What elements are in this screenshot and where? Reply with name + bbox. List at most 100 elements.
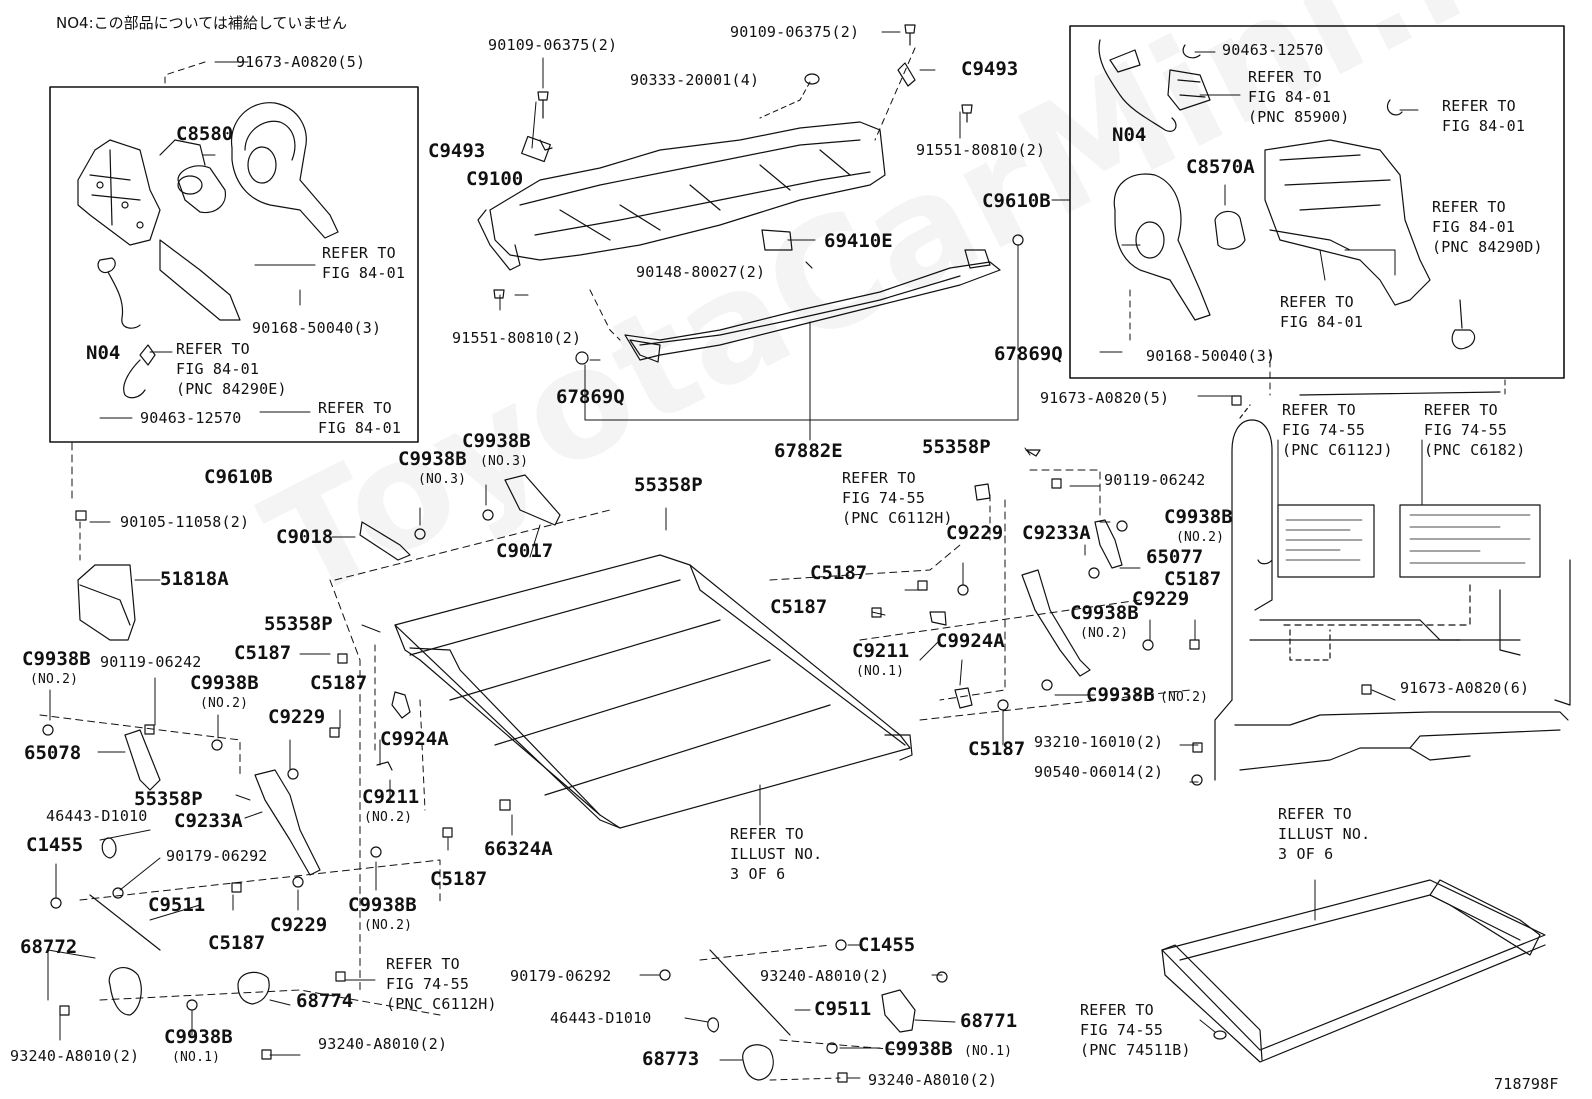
callout-c9229-c[interactable]: C9229: [268, 706, 326, 728]
callout-c8580[interactable]: C8580: [176, 123, 234, 145]
callout-93240-a8010-a[interactable]: 93240-A8010(2): [10, 1047, 140, 1065]
callout-68773[interactable]: 68773: [642, 1048, 700, 1070]
callout-c9229-d[interactable]: C9229: [270, 914, 328, 936]
callout-66324a[interactable]: 66324A: [484, 838, 553, 860]
callout-c9211-no1[interactable]: C9211: [852, 640, 910, 662]
callout-refer-fig-84-01-b[interactable]: REFER TO FIG 84-01: [318, 399, 402, 437]
callout-refer-fig-84-01-c[interactable]: REFER TO FIG 84-01: [1442, 97, 1526, 135]
callout-refer-fig-84-01-d[interactable]: REFER TO FIG 84-01: [1280, 293, 1364, 331]
callout-51818a[interactable]: 51818A: [160, 568, 229, 590]
callout-c9211-no2[interactable]: C9211: [362, 786, 420, 808]
callout-90119-06242-right[interactable]: 90119-06242: [1104, 471, 1206, 489]
callout-90333-20001[interactable]: 90333-20001(4): [630, 71, 760, 89]
callout-90179-06292-right[interactable]: 90179-06292: [510, 967, 612, 985]
callout-91551-80810-b[interactable]: 91551-80810(2): [452, 329, 582, 347]
callout-67869q-left[interactable]: 67869Q: [556, 386, 625, 408]
callout-93240-a8010-c[interactable]: 93240-A8010(2): [760, 967, 890, 985]
callout-refer-fig-74-55-c6112j[interactable]: REFER TO FIG 74-55 (PNC C6112J): [1282, 401, 1393, 459]
callout-c9938b-no2-b[interactable]: C9938B: [1070, 602, 1139, 624]
callout-refer-fig-84-01-85900[interactable]: REFER TO FIG 84-01 (PNC 85900): [1248, 68, 1350, 126]
callout-n04-right[interactable]: N04: [1112, 124, 1147, 146]
callout-46443-d1010-left[interactable]: 46443-D1010: [46, 807, 148, 825]
callout-c9938b-no2-a[interactable]: C9938B: [1164, 506, 1233, 528]
callout-c9938b-no2-g[interactable]: C9938B: [348, 894, 417, 916]
callout-55358p-c[interactable]: 55358P: [922, 436, 991, 458]
callout-55358p-b[interactable]: 55358P: [264, 613, 333, 635]
callout-n04-left[interactable]: N04: [86, 342, 121, 364]
callout-c8570a[interactable]: C8570A: [1186, 156, 1255, 178]
callout-c5187-b[interactable]: C5187: [1164, 568, 1222, 590]
callout-refer-fig-74-55-c6112h-b[interactable]: REFER TO FIG 74-55 (PNC C6112H): [386, 955, 497, 1013]
callout-c9493-right[interactable]: C9493: [961, 58, 1019, 80]
callout-c9610b-left[interactable]: C9610B: [204, 466, 273, 488]
callout-refer-illust-3-of-6-right[interactable]: REFER TO ILLUST NO. 3 OF 6: [1278, 805, 1371, 863]
callout-90109-06375-a[interactable]: 90109-06375(2): [488, 36, 618, 54]
callout-91551-80810-a[interactable]: 91551-80810(2): [916, 141, 1046, 159]
callout-c9100[interactable]: C9100: [466, 168, 524, 190]
callout-c5187-h[interactable]: C5187: [208, 932, 266, 954]
callout-c9924a-right[interactable]: C9924A: [936, 630, 1005, 652]
callout-55358p-d[interactable]: 55358P: [134, 788, 203, 810]
callout-68771[interactable]: 68771: [960, 1010, 1018, 1032]
callout-65077[interactable]: 65077: [1146, 546, 1204, 568]
callout-90540-06014[interactable]: 90540-06014(2): [1034, 763, 1164, 781]
callout-refer-fig-84-01-a[interactable]: REFER TO FIG 84-01: [322, 244, 406, 282]
callout-67882e[interactable]: 67882E: [774, 440, 843, 462]
callout-67869q-right[interactable]: 67869Q: [994, 343, 1063, 365]
callout-91673-a0820-6[interactable]: 91673-A0820(6): [1400, 679, 1530, 697]
callout-c9938b-no1-a[interactable]: C9938B: [164, 1026, 233, 1048]
callout-refer-fig-84-01-84290e[interactable]: REFER TO FIG 84-01 (PNC 84290E): [176, 340, 287, 398]
callout-90168-50040-left[interactable]: 90168-50040(3): [252, 319, 382, 337]
callout-90105-11058[interactable]: 90105-11058(2): [120, 513, 250, 531]
callout-c9229-b[interactable]: C9229: [1132, 588, 1190, 610]
callout-c9233a-right[interactable]: C9233A: [1022, 522, 1091, 544]
callout-90109-06375-b[interactable]: 90109-06375(2): [730, 23, 860, 41]
callout-68774[interactable]: 68774: [296, 990, 354, 1012]
callout-c5187-g[interactable]: C5187: [430, 868, 488, 890]
callout-c9938b-no2-e[interactable]: C9938B: [190, 672, 259, 694]
callout-46443-d1010-right[interactable]: 46443-D1010: [550, 1009, 652, 1027]
callout-c1455-right[interactable]: C1455: [858, 934, 916, 956]
callout-90168-50040-right[interactable]: 90168-50040(3): [1146, 347, 1276, 365]
callout-refer-fig-84-01-84290d[interactable]: REFER TO FIG 84-01 (PNC 84290D): [1432, 198, 1543, 256]
callout-c9511-right[interactable]: C9511: [814, 998, 872, 1020]
callout-c1455-left[interactable]: C1455: [26, 834, 84, 856]
callout-c9938b-no1-b[interactable]: C9938B: [884, 1038, 953, 1060]
callout-c9511-left[interactable]: C9511: [148, 894, 206, 916]
callout-90463-12570-right[interactable]: 90463-12570: [1222, 41, 1324, 59]
callout-c9610b-right[interactable]: C9610B: [982, 190, 1051, 212]
callout-68772[interactable]: 68772: [20, 936, 78, 958]
rear-seat-leaders: [1199, 879, 1316, 1033]
callout-91673-a0820-5-right[interactable]: 91673-A0820(5): [1040, 389, 1170, 407]
callout-c9493-left[interactable]: C9493: [428, 140, 486, 162]
callout-c9017[interactable]: C9017: [496, 540, 554, 562]
callout-c9938b-no3-a[interactable]: C9938B: [398, 448, 467, 470]
callout-c5187-e[interactable]: C5187: [234, 642, 292, 664]
callout-c9938b-no3-b[interactable]: C9938B: [462, 430, 531, 452]
callout-c9018[interactable]: C9018: [276, 526, 334, 548]
callout-c9233a-left[interactable]: C9233A: [174, 810, 243, 832]
callout-c5187-c[interactable]: C5187: [770, 596, 828, 618]
callout-refer-fig-74-55-c6112h-a[interactable]: REFER TO FIG 74-55 (PNC C6112H): [842, 469, 953, 527]
callout-69410e[interactable]: 69410E: [824, 230, 893, 252]
callout-90119-06242-left[interactable]: 90119-06242: [100, 653, 202, 671]
callout-93240-a8010-d[interactable]: 93240-A8010(2): [868, 1071, 998, 1089]
callout-c9938b-no2-d[interactable]: C9938B: [22, 648, 91, 670]
callout-c5187-f[interactable]: C5187: [310, 672, 368, 694]
callout-refer-illust-3-of-6-center[interactable]: REFER TO ILLUST NO. 3 OF 6: [730, 825, 823, 883]
callout-90463-12570-left[interactable]: 90463-12570: [140, 409, 242, 427]
callout-c9924a-left[interactable]: C9924A: [380, 728, 449, 750]
callout-65078[interactable]: 65078: [24, 742, 82, 764]
callout-93240-a8010-b[interactable]: 93240-A8010(2): [318, 1035, 448, 1053]
callout-55358p-a[interactable]: 55358P: [634, 474, 703, 496]
callout-refer-fig-74-55-74511b[interactable]: REFER TO FIG 74-55 (PNC 74511B): [1080, 1001, 1191, 1059]
callout-refer-fig-74-55-c6182[interactable]: REFER TO FIG 74-55 (PNC C6182): [1424, 401, 1526, 459]
callout-90148-80027[interactable]: 90148-80027(2): [636, 263, 766, 281]
callout-c5187-d[interactable]: C5187: [968, 738, 1026, 760]
callout-c5187-a[interactable]: C5187: [810, 562, 868, 584]
callout-90179-06292-left[interactable]: 90179-06292: [166, 847, 268, 865]
callout-c9938b-no2-c[interactable]: C9938B: [1086, 684, 1155, 706]
callout-c9229-a[interactable]: C9229: [946, 522, 1004, 544]
callout-91673-a0820-5-left[interactable]: 91673-A0820(5): [236, 53, 366, 71]
callout-93210-16010[interactable]: 93210-16010(2): [1034, 733, 1164, 751]
